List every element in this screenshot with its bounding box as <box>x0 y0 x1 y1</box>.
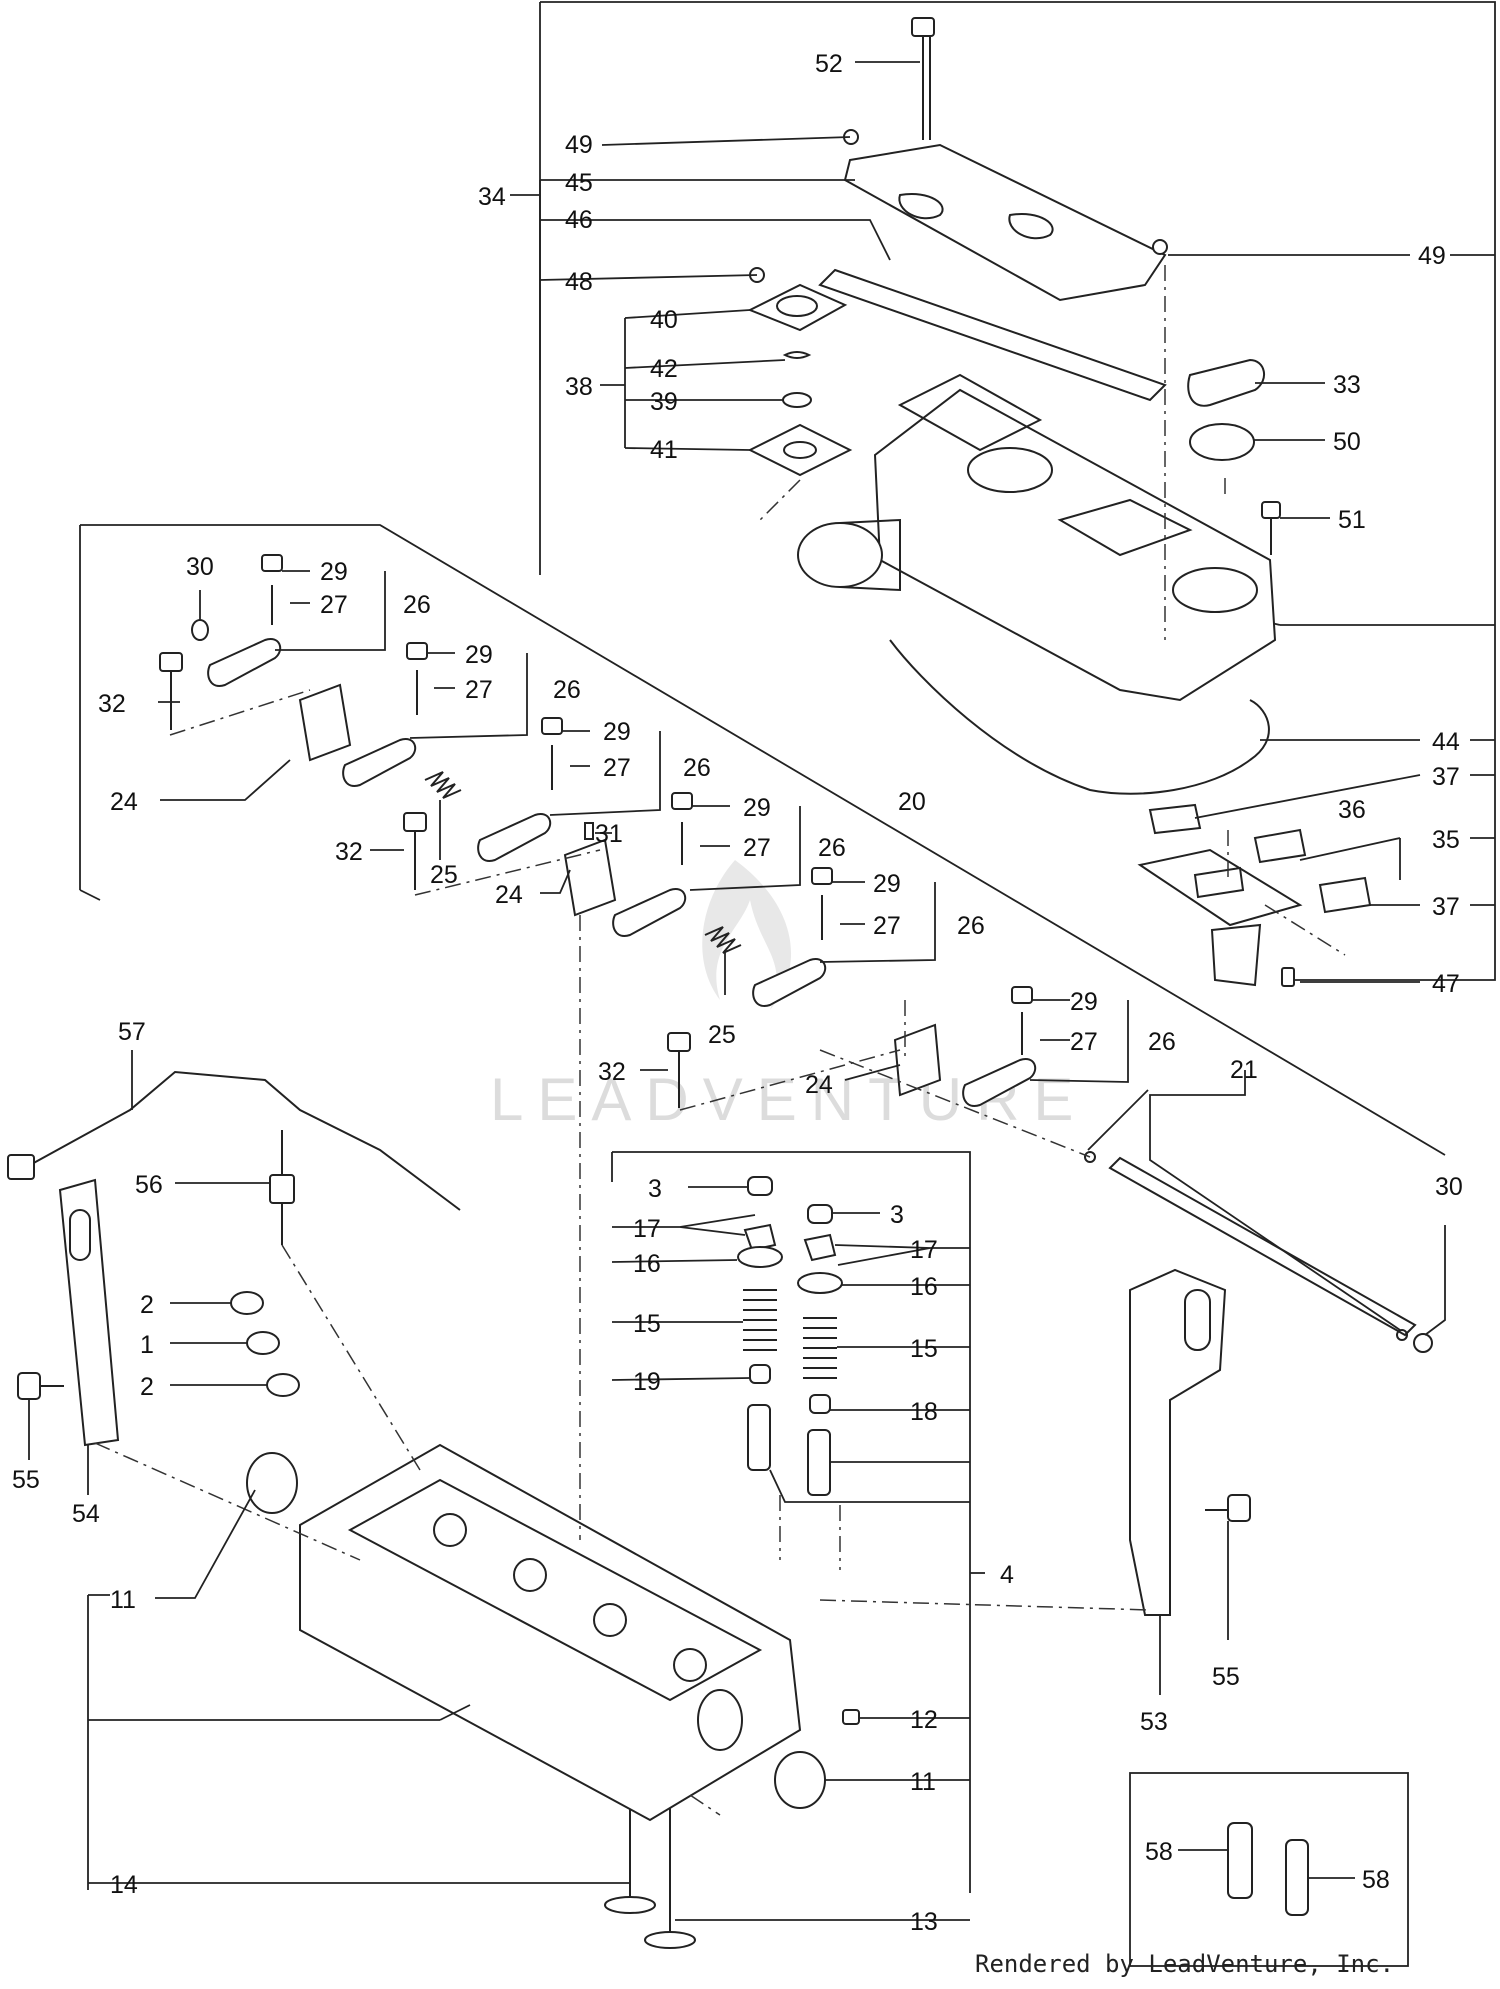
callout-11: 11 <box>110 1586 136 1614</box>
callout-26: 26 <box>683 754 711 782</box>
callout-32: 32 <box>98 690 126 718</box>
callout-labels: 52 49 34 45 46 49 48 40 42 38 39 41 33 5… <box>12 50 1463 1936</box>
callout-45: 45 <box>565 169 593 197</box>
callout-4: 4 <box>1000 1561 1014 1589</box>
callout-24: 24 <box>805 1071 833 1099</box>
callout-30: 30 <box>1435 1173 1463 1201</box>
callout-29: 29 <box>465 641 493 669</box>
callout-49: 49 <box>565 131 593 159</box>
callout-54: 54 <box>72 1500 100 1528</box>
callout-26: 26 <box>818 834 846 862</box>
callout-55: 55 <box>12 1466 40 1494</box>
callout-26: 26 <box>553 676 581 704</box>
callout-27: 27 <box>1070 1028 1098 1056</box>
callout-15: 15 <box>910 1335 938 1363</box>
side-components <box>7 1070 1309 1916</box>
callout-55: 55 <box>1212 1663 1240 1691</box>
callout-19: 19 <box>633 1368 661 1396</box>
callout-29: 29 <box>1070 988 1098 1016</box>
callout-29: 29 <box>320 558 348 586</box>
callout-27: 27 <box>873 912 901 940</box>
callout-24: 24 <box>110 788 138 816</box>
callout-30: 30 <box>186 553 214 581</box>
callout-21: 21 <box>1230 1056 1258 1084</box>
callout-37: 37 <box>1432 893 1460 921</box>
callout-3: 3 <box>890 1201 904 1229</box>
callout-58: 58 <box>1145 1838 1173 1866</box>
callout-18: 18 <box>910 1398 938 1426</box>
callout-17: 17 <box>910 1236 938 1264</box>
callout-25: 25 <box>708 1021 736 1049</box>
callout-17: 17 <box>633 1215 661 1243</box>
leader-lines <box>28 61 1446 1921</box>
callout-12: 12 <box>910 1706 938 1734</box>
rocker-arm-assembly <box>159 554 1433 1353</box>
callout-33: 33 <box>1333 371 1361 399</box>
cylinder-head <box>230 1291 860 1822</box>
callout-42: 42 <box>650 355 678 383</box>
callout-2: 2 <box>140 1291 154 1319</box>
callout-24: 24 <box>495 881 523 909</box>
callout-32: 32 <box>335 838 363 866</box>
callout-50: 50 <box>1333 428 1361 456</box>
bracket-lines <box>79 1 1496 1967</box>
callout-27: 27 <box>320 591 348 619</box>
callout-29: 29 <box>743 794 771 822</box>
callout-29: 29 <box>603 718 631 746</box>
callout-35: 35 <box>1432 826 1460 854</box>
breather-assembly-35 <box>1137 803 1372 987</box>
callout-20: 20 <box>898 788 926 816</box>
callout-25: 25 <box>430 861 458 889</box>
callout-2: 2 <box>140 1373 154 1401</box>
callout-39: 39 <box>650 388 678 416</box>
valve-components <box>604 1176 843 1949</box>
callout-15: 15 <box>633 1310 661 1338</box>
callout-26: 26 <box>1148 1028 1176 1056</box>
callout-36: 36 <box>1338 796 1366 824</box>
callout-52: 52 <box>815 50 843 78</box>
callout-57: 57 <box>118 1018 146 1046</box>
valve-cover-assembly <box>747 17 1281 795</box>
callout-29: 29 <box>873 870 901 898</box>
callout-1: 1 <box>140 1331 154 1359</box>
callout-56: 56 <box>135 1171 163 1199</box>
callout-40: 40 <box>650 306 678 334</box>
callout-44: 44 <box>1432 728 1460 756</box>
callout-49: 49 <box>1418 242 1446 270</box>
callout-53: 53 <box>1140 1708 1168 1736</box>
callout-14: 14 <box>110 1871 138 1899</box>
callout-31: 31 <box>595 820 623 848</box>
callout-26: 26 <box>957 912 985 940</box>
callout-27: 27 <box>465 676 493 704</box>
callout-13: 13 <box>910 1908 938 1936</box>
callout-51: 51 <box>1338 506 1366 534</box>
callout-3: 3 <box>648 1175 662 1203</box>
callout-26: 26 <box>403 591 431 619</box>
render-credit: Rendered by LeadVenture, Inc. <box>975 1950 1394 1978</box>
callout-16: 16 <box>633 1250 661 1278</box>
alignment-lines <box>94 265 1346 1816</box>
callout-32: 32 <box>598 1058 626 1086</box>
callout-58: 58 <box>1362 1866 1390 1894</box>
callout-48: 48 <box>565 268 593 296</box>
callout-46: 46 <box>565 206 593 234</box>
callout-41: 41 <box>650 436 678 464</box>
callout-38: 38 <box>565 373 593 401</box>
callout-37: 37 <box>1432 763 1460 791</box>
callout-27: 27 <box>743 834 771 862</box>
callout-16: 16 <box>910 1273 938 1301</box>
callout-11: 11 <box>910 1768 936 1796</box>
callout-27: 27 <box>603 754 631 782</box>
callout-47: 47 <box>1432 970 1460 998</box>
callout-34: 34 <box>478 183 506 211</box>
